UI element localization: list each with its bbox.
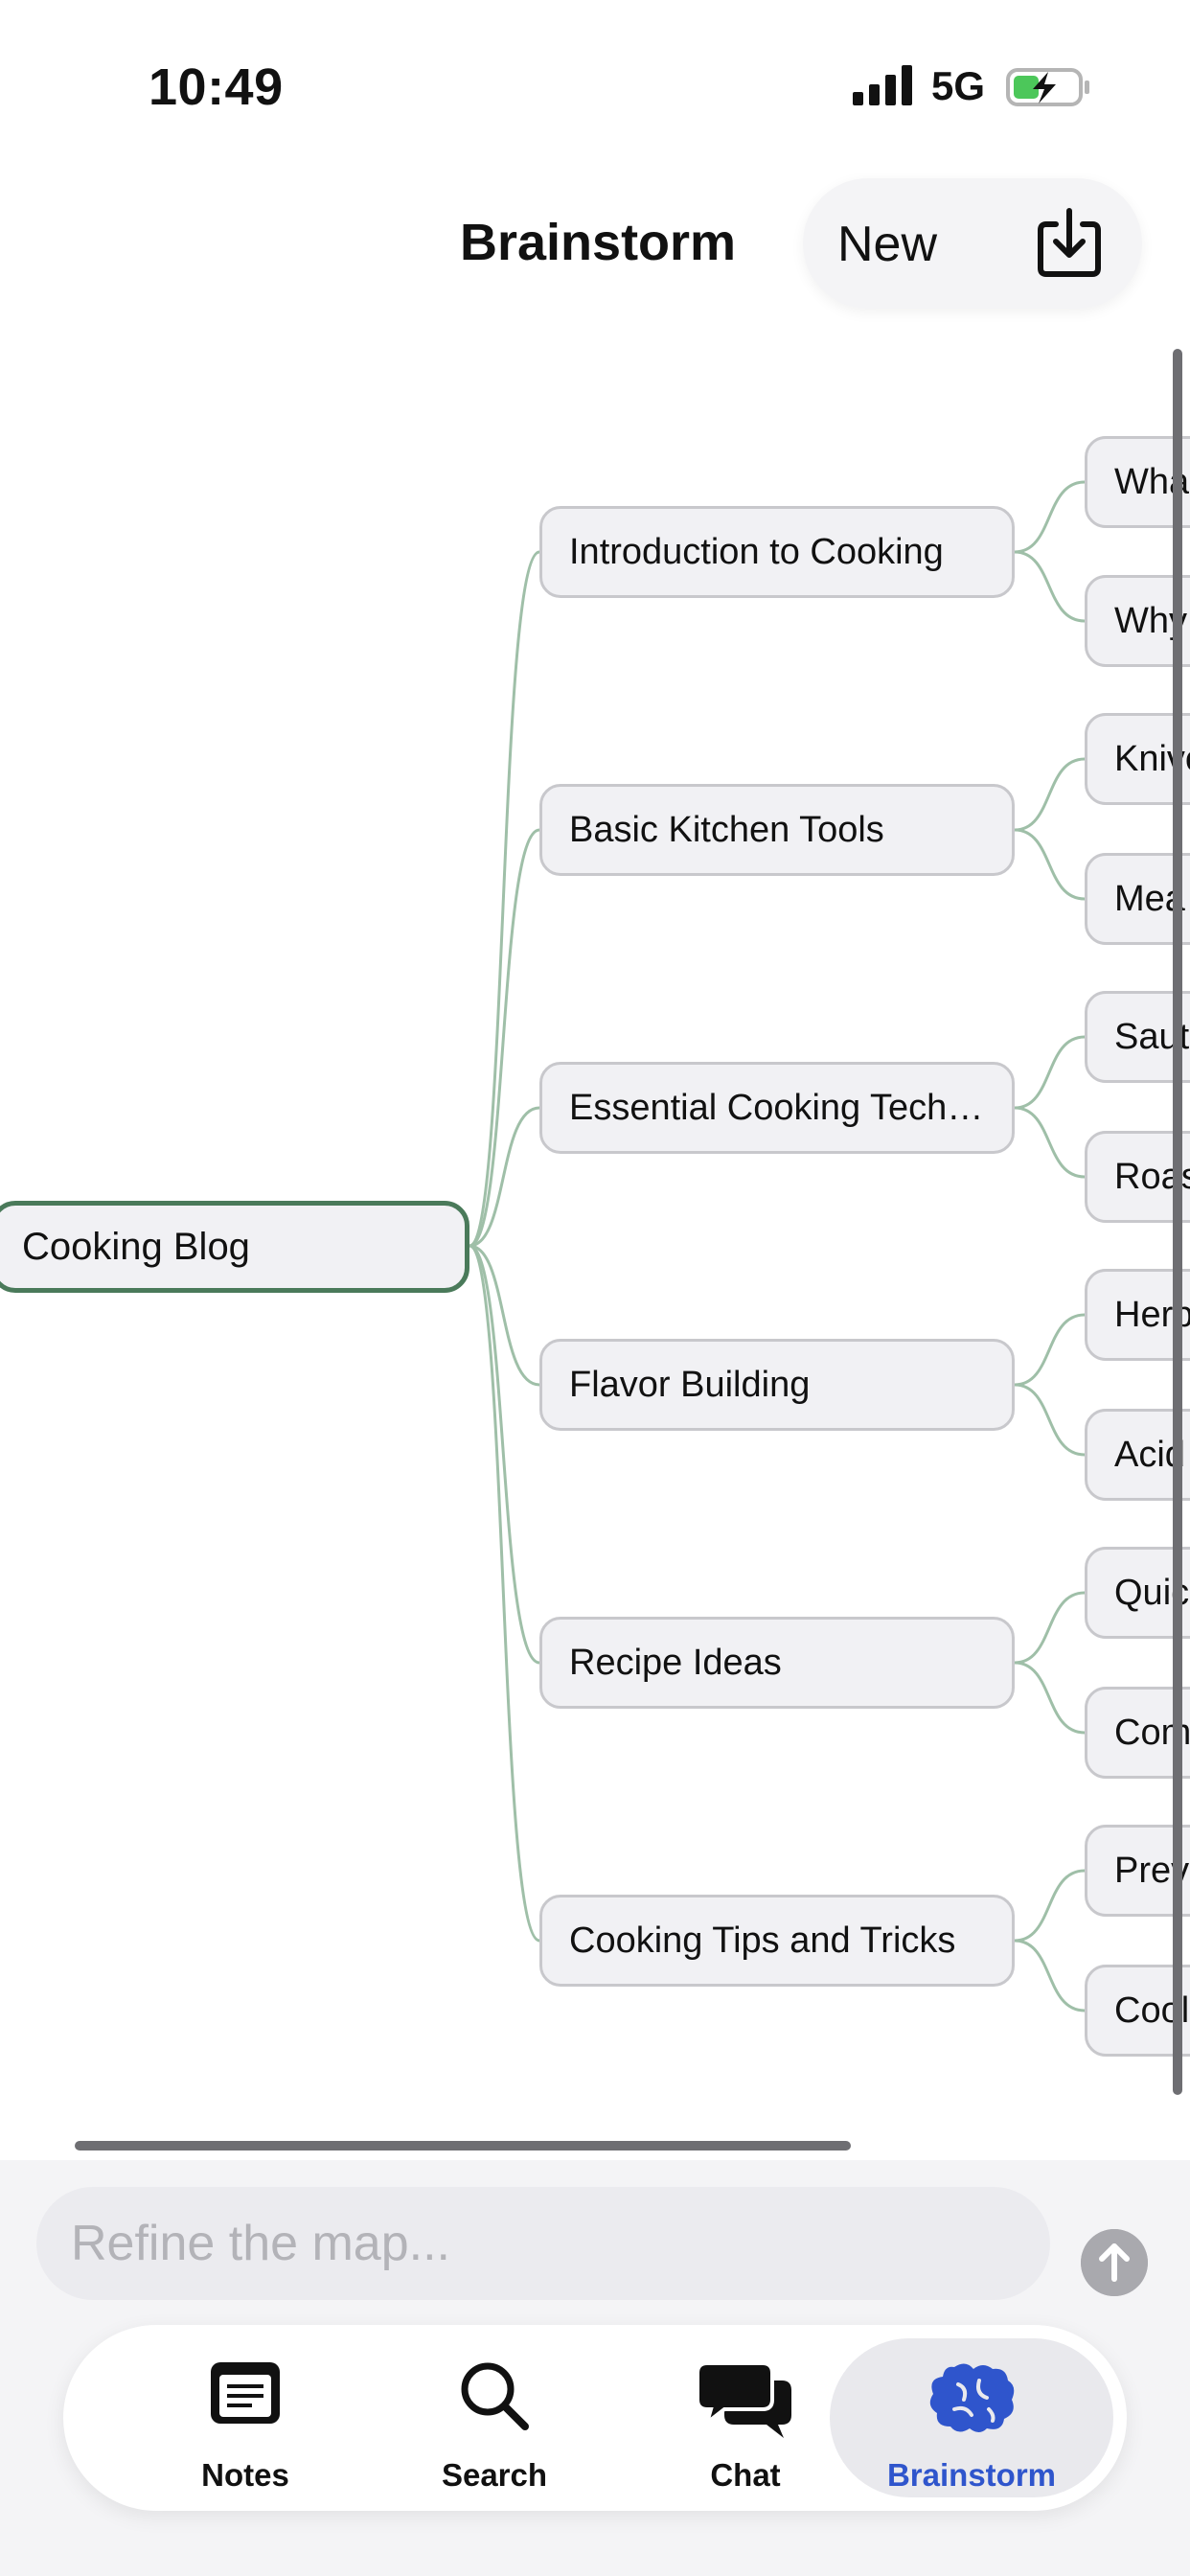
mind-map-leaf-node[interactable]: Prev: [1085, 1825, 1190, 1917]
download-icon[interactable]: [1033, 207, 1106, 280]
tab-bar: Notes Search Chat Brainstorm: [63, 2325, 1127, 2511]
search-icon: [461, 2362, 529, 2430]
mind-map-node[interactable]: Flavor Building: [539, 1339, 1015, 1431]
refine-map-input[interactable]: [36, 2187, 1050, 2300]
connector-line: [1014, 550, 1086, 623]
connector-line: [1014, 757, 1086, 832]
mind-map-root-node[interactable]: Cooking Blog: [0, 1201, 469, 1293]
page-title: Brainstorm: [460, 214, 737, 271]
connector-line: [469, 1244, 540, 1665]
arrow-up-icon[interactable]: [1081, 2229, 1148, 2296]
battery-charging-icon: [1006, 68, 1089, 106]
connector-line: [469, 1106, 540, 1248]
mind-map-node[interactable]: Basic Kitchen Tools: [539, 784, 1015, 876]
node-label: Flavor Building: [569, 1364, 811, 1405]
node-label: Basic Kitchen Tools: [569, 809, 884, 850]
brain-icon: [929, 2363, 1015, 2432]
node-label: Recipe Ideas: [569, 1642, 782, 1683]
connector-line: [469, 1244, 540, 1943]
connector-line: [469, 550, 540, 1248]
tab-label: Notes: [201, 2457, 289, 2493]
connector-line: [1014, 1661, 1086, 1735]
header-actions: New: [803, 178, 1142, 309]
tab-label: Search: [441, 2457, 548, 2493]
mind-map-leaf-node[interactable]: Knive: [1085, 713, 1190, 805]
chat-bubbles-icon: [696, 2361, 791, 2438]
new-button[interactable]: New: [837, 217, 938, 272]
mind-map-node[interactable]: Essential Cooking Techn...: [539, 1062, 1015, 1154]
mind-map-node[interactable]: Cooking Tips and Tricks: [539, 1895, 1015, 1987]
mind-map-leaf-node[interactable]: Cool: [1085, 1965, 1190, 2057]
root-node-label: Cooking Blog: [22, 1225, 250, 1268]
tab-search[interactable]: Search: [399, 2325, 590, 2511]
node-label: Introduction to Cooking: [569, 531, 944, 572]
connector-line: [1014, 480, 1086, 554]
connector-line: [469, 1244, 540, 1387]
mind-map-node[interactable]: Introduction to Cooking: [539, 506, 1015, 598]
status-time: 10:49: [149, 58, 284, 116]
mind-map-leaf-node[interactable]: Herb: [1085, 1269, 1190, 1361]
cellular-signal-icon: [853, 65, 912, 105]
connector-line: [1014, 1869, 1086, 1943]
mind-map-connectors: [469, 480, 1086, 2012]
tab-brainstorm[interactable]: Brainstorm: [830, 2338, 1113, 2497]
connector-line: [1014, 1591, 1086, 1665]
connector-line: [1014, 1313, 1086, 1387]
connector-line: [1014, 1106, 1086, 1179]
connector-line: [1014, 1383, 1086, 1457]
node-label: Essential Cooking Techn...: [569, 1087, 985, 1128]
mind-map-leaf-node[interactable]: Wha: [1085, 436, 1190, 528]
mind-map-leaf-node[interactable]: Why: [1085, 575, 1190, 667]
mind-map-leaf-node[interactable]: Saut: [1085, 991, 1190, 1083]
mind-map-leaf-node[interactable]: Com: [1085, 1687, 1190, 1779]
mind-map-leaf-node[interactable]: Acid: [1085, 1409, 1190, 1501]
node-label: Cooking Tips and Tricks: [569, 1920, 956, 1961]
mind-map-canvas[interactable]: Cooking Blog Introduction to Cooking Bas…: [0, 345, 1190, 2128]
tab-label: Chat: [710, 2457, 781, 2493]
notes-icon: [211, 2362, 280, 2424]
mind-map-leaf-node[interactable]: Roas: [1085, 1131, 1190, 1223]
mind-map-leaf-node[interactable]: Mea: [1085, 853, 1190, 945]
connector-line: [1014, 1035, 1086, 1110]
connector-line: [469, 828, 540, 1248]
tab-label: Brainstorm: [886, 2457, 1057, 2493]
network-type: 5G: [931, 63, 986, 108]
tab-chat[interactable]: Chat: [650, 2325, 841, 2511]
mind-map-node[interactable]: Recipe Ideas: [539, 1617, 1015, 1709]
tab-notes[interactable]: Notes: [149, 2325, 341, 2511]
connector-line: [1014, 1939, 1086, 2012]
vertical-scrollbar[interactable]: [1173, 349, 1182, 2095]
horizontal-scrollbar[interactable]: [75, 2141, 851, 2150]
mind-map-leaf-node[interactable]: Quic: [1085, 1547, 1190, 1639]
connector-line: [1014, 828, 1086, 901]
